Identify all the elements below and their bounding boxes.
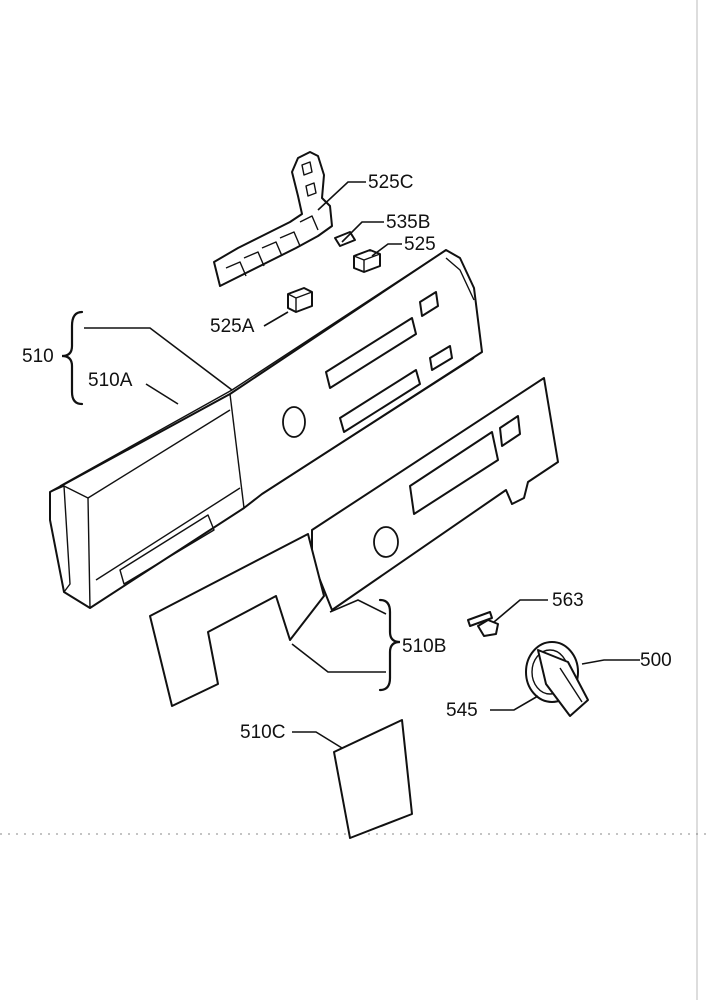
label-525C: 525C (368, 172, 413, 193)
part-510-control-panel (49, 249, 483, 609)
leader-510B-lower (291, 643, 386, 673)
leader-510A (145, 383, 179, 405)
label-500: 500 (640, 650, 672, 671)
label-563: 563 (552, 590, 584, 611)
brace-510B (378, 598, 401, 692)
part-510C-plate (333, 719, 413, 839)
leader-525 (371, 243, 402, 257)
label-545: 545 (446, 700, 478, 721)
part-525A-button (287, 287, 313, 313)
label-525A: 525A (210, 316, 255, 337)
leader-510 (84, 327, 233, 391)
leader-525A (263, 311, 289, 327)
label-525: 525 (404, 234, 436, 255)
leader-510C (292, 731, 343, 749)
label-510: 510 (22, 346, 54, 367)
leader-563 (493, 599, 548, 623)
label-510B: 510B (402, 636, 446, 657)
label-535B: 535B (386, 212, 430, 233)
leader-525C (317, 181, 366, 211)
brace-510 (61, 310, 84, 406)
leader-510B-upper (329, 599, 387, 615)
label-510A: 510A (88, 370, 133, 391)
part-525C-bracket (213, 151, 333, 287)
leader-535B (341, 221, 384, 243)
leader-545 (490, 695, 539, 711)
part-500-knob (525, 641, 589, 717)
part-563-screw (467, 611, 499, 637)
leader-500 (581, 659, 640, 665)
part-510B-decor-panel-left (149, 533, 325, 707)
part-510B-decor-panel (311, 377, 559, 611)
label-510C: 510C (240, 722, 285, 743)
